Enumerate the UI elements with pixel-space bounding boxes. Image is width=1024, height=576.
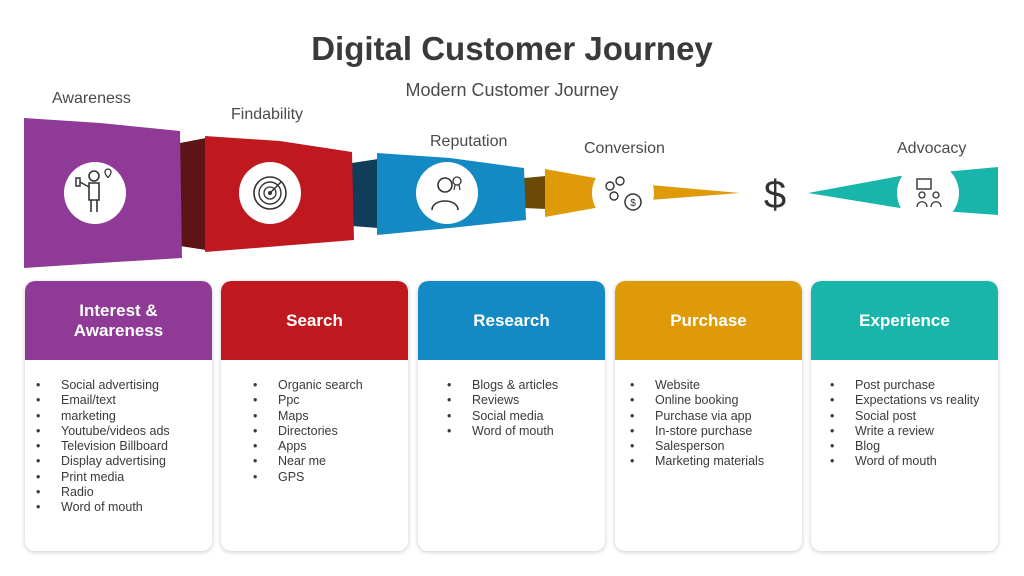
connector-2 [352,159,378,228]
card-header: Experience [811,281,998,360]
list-item: Word of mouth [811,454,998,470]
list-item: In-store purchase [615,424,802,440]
card-header: Purchase [615,281,802,360]
card-header: Interest & Awareness [25,281,212,360]
list-item: GPS [221,470,408,486]
card-list: Post purchaseExpectations vs realitySoci… [811,360,998,470]
list-item: Social media [418,409,605,425]
list-item: Blog [811,439,998,455]
card-header: Research [418,281,605,360]
list-item: Ppc [221,393,408,409]
list-item: Purchase via app [615,409,802,425]
svg-text:$: $ [764,173,786,217]
list-item: Reviews [418,393,605,409]
stage-label-awareness: Awareness [52,90,131,107]
list-item: Youtube/videos ads [25,424,212,440]
stage-label-findability: Findability [231,106,304,123]
stage-label-advocacy: Advocacy [897,140,967,157]
list-item: Organic search [221,378,408,394]
stage-label-reputation: Reputation [430,133,508,150]
card-list: Organic searchPpcMapsDirectoriesAppsNear… [221,360,408,485]
list-item: Social post [811,409,998,425]
list-item: Word of mouth [418,424,605,440]
list-item: Write a review [811,424,998,440]
card-research: Research Blogs & articlesReviewsSocial m… [418,281,605,551]
radar-target-icon [239,162,301,224]
list-item: Salesperson [615,439,802,455]
page-title: Digital Customer Journey [311,30,713,67]
card-interest-awareness: Interest & Awareness Social advertisingE… [25,281,212,551]
presentation-people-icon [897,162,959,224]
card-list: Social advertisingEmail/textmarketingYou… [25,360,212,516]
person-badge-icon [416,162,478,224]
list-item: Post purchase [811,378,998,394]
list-item: Expectations vs reality [811,393,998,409]
list-item: Apps [221,439,408,455]
svg-text:$: $ [630,198,636,209]
list-item: Print media [25,470,212,486]
list-item: Online booking [615,393,802,409]
connector-1 [180,138,206,250]
list-item: Near me [221,454,408,470]
list-item: Social advertising [25,378,212,394]
megaphone-person-icon [64,162,126,224]
list-item: marketing [25,409,212,425]
card-search: Search Organic searchPpcMapsDirectoriesA… [221,281,408,551]
list-item: Marketing materials [615,454,802,470]
list-item: Radio [25,485,212,501]
card-list: Blogs & articlesReviewsSocial mediaWord … [418,360,605,439]
list-item: Email/text [25,393,212,409]
card-list: WebsiteOnline bookingPurchase via appIn-… [615,360,802,470]
list-item: Blogs & articles [418,378,605,394]
list-item: Maps [221,409,408,425]
list-item: Television Billboard [25,439,212,455]
page-subtitle: Modern Customer Journey [405,80,619,100]
dollar-icon: $ [744,162,806,224]
list-item: Website [615,378,802,394]
stage-label-conversion: Conversion [584,140,665,157]
journey-funnel: $ $ [24,118,998,268]
list-item: Directories [221,424,408,440]
connector-3 [524,176,546,209]
people-money-icon: $ [592,162,654,224]
list-item: Word of mouth [25,500,212,516]
card-header: Search [221,281,408,360]
card-purchase: Purchase WebsiteOnline bookingPurchase v… [615,281,802,551]
card-experience: Experience Post purchaseExpectations vs … [811,281,998,551]
list-item: Display advertising [25,454,212,470]
